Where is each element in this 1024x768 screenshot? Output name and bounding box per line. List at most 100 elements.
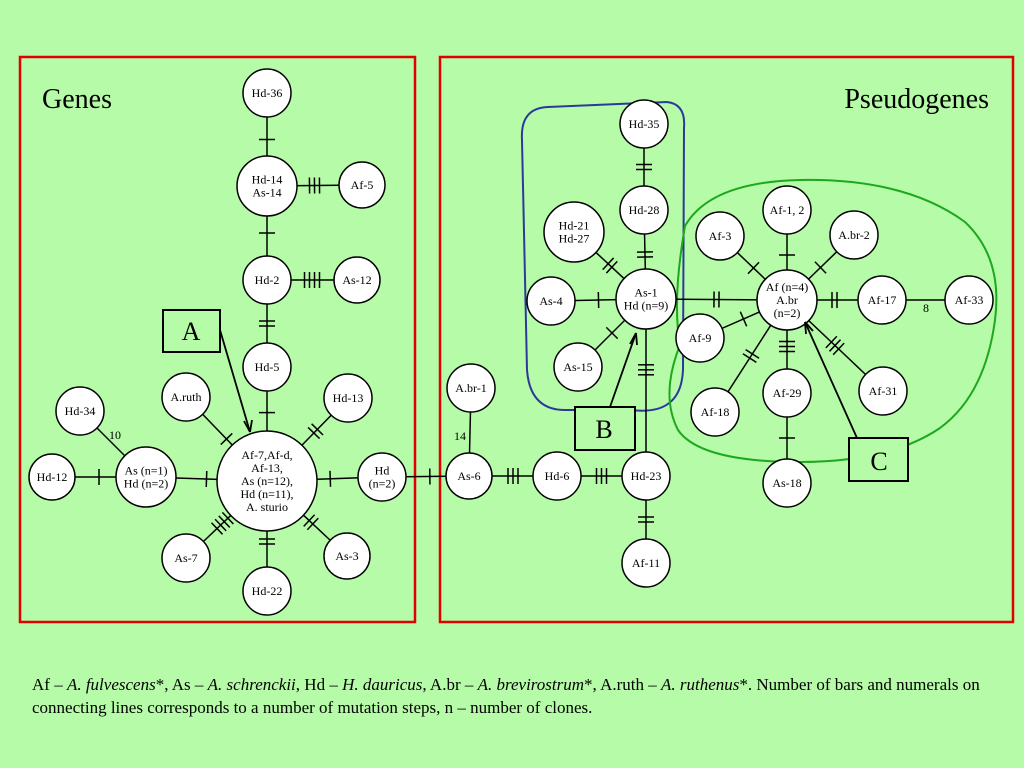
mutation-bar (832, 342, 845, 356)
caption-as-name: A. schrenckii (207, 675, 296, 694)
node-label: Hd-35 (629, 117, 660, 131)
node-circle (756, 269, 818, 331)
edge-number-8: 8 (923, 301, 929, 315)
caption-af-name: A. fulvescens (66, 675, 156, 694)
mutation-bar (307, 426, 321, 440)
label-b-arrowhead (629, 332, 638, 346)
node-circle (675, 313, 725, 363)
node-hd13: Hd-13 (323, 373, 373, 423)
node-hd22: Hd-22 (242, 566, 292, 616)
genes-title: Genes (42, 84, 112, 115)
node-label: As-18 (772, 476, 801, 490)
node-circle (619, 99, 669, 149)
mutation-bar (605, 260, 618, 274)
node-label: Hd-22 (252, 584, 283, 598)
mutation-bar (329, 470, 332, 487)
node-label: Af-3 (709, 229, 732, 243)
node-circle (690, 387, 740, 437)
mutation-bar (220, 432, 233, 446)
caption-abr-abbr: A.br – (429, 675, 478, 694)
node-label: Af-11 (632, 556, 660, 570)
node-hd34: Hd-34 (55, 386, 105, 436)
node-label: Af-33 (955, 293, 984, 307)
node-center: Af-7,Af-d,Af-13,As (n=12),Hd (n=11),A. s… (216, 430, 318, 532)
node-circle (242, 68, 292, 118)
mutation-bar (814, 261, 827, 274)
node-label: Af-29 (773, 386, 802, 400)
node-circle (242, 342, 292, 392)
node-circle (526, 276, 576, 326)
node-circle (762, 185, 812, 235)
node-as12: As-12 (333, 256, 381, 304)
node-label: Hd-12 (37, 470, 68, 484)
node-label: A. sturio (246, 500, 288, 514)
node-circle (532, 451, 582, 501)
mutation-bar (825, 335, 838, 349)
node-circle (621, 538, 671, 588)
node-label: Af-13, (251, 461, 283, 475)
node-as4: As-4 (526, 276, 576, 326)
node-label: Af-9 (689, 331, 712, 345)
node-label: Hd-28 (629, 203, 660, 217)
node-circle (619, 185, 669, 235)
node-circle (445, 452, 493, 500)
mutation-bar (605, 326, 619, 340)
caption-abr-name: A. brevirostrum (477, 675, 585, 694)
node-circle (242, 566, 292, 616)
mutation-bar (306, 517, 319, 531)
node-label: Af-7,Af-d, (241, 448, 292, 462)
node-circle (338, 161, 386, 209)
node-circle (615, 268, 677, 330)
node-circle (695, 211, 745, 261)
node-as1: As-1Hd (n=9) (615, 268, 677, 330)
label-a-arrow (219, 329, 251, 433)
label-a: A (182, 317, 201, 346)
node-circle (28, 453, 76, 501)
node-asn1: As (n=1)Hd (n=2) (115, 446, 177, 508)
node-label: Hd-2 (255, 273, 280, 287)
caption-hd-name: H. dauricus (342, 675, 423, 694)
node-label: As (n=1) (124, 464, 167, 478)
node-label: Hd (n=11), (241, 487, 294, 501)
node-circle (446, 363, 496, 413)
caption-hd-abbr: Hd – (304, 675, 343, 694)
node-circle (115, 446, 177, 508)
node-hd2: Hd-2 (242, 255, 292, 305)
node-circle (55, 386, 105, 436)
node-circle (242, 255, 292, 305)
node-circle (216, 430, 318, 532)
node-label: As-4 (539, 294, 562, 308)
node-hd28: Hd-28 (619, 185, 669, 235)
node-label: Hd-13 (333, 391, 364, 405)
node-label: As (n=12), (241, 474, 293, 488)
node-label: Hd-14 (252, 173, 283, 187)
node-circle (543, 201, 605, 263)
node-af12: Af-1, 2 (762, 185, 812, 235)
mutation-bar (739, 311, 748, 327)
node-circle (762, 458, 812, 508)
label-c: C (870, 447, 887, 476)
mutation-bar (218, 515, 231, 528)
caption-rest: Number of bars and numerals on connectin… (32, 675, 980, 717)
node-af5: Af-5 (338, 161, 386, 209)
node-aruth: A.ruth (161, 372, 211, 422)
node-label: As-12 (342, 273, 371, 287)
node-label: Af-1, 2 (770, 203, 805, 217)
node-as15: As-15 (553, 342, 603, 392)
caption-as-mark: , (295, 675, 305, 694)
node-circle (236, 155, 298, 217)
node-afn4: Af (n=4)A.br(n=2) (756, 269, 818, 331)
node-as7: As-7 (161, 533, 211, 583)
node-hd12: Hd-12 (28, 453, 76, 501)
label-c-arrow (804, 321, 858, 439)
caption-af-mark: *, (155, 675, 172, 694)
label-a-box (162, 309, 221, 353)
caption-as-abbr: As – (171, 675, 208, 694)
node-hdn2: Hd(n=2) (357, 452, 407, 502)
node-label: As-15 (563, 360, 592, 374)
mutation-bar (205, 470, 208, 488)
node-label: Hd (n=2) (124, 477, 168, 491)
node-circle (762, 368, 812, 418)
